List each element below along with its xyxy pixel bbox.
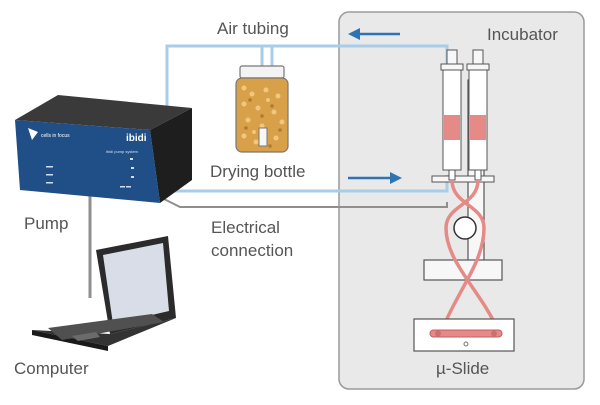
drying-bottle-label: Drying bottle: [210, 162, 305, 181]
micro-slide: [413, 318, 515, 352]
pump-label: Pump: [24, 214, 68, 233]
electrical-cable: [159, 196, 448, 208]
pump-brand: ibidi: [126, 133, 147, 144]
pump-logo-icon: [28, 128, 38, 140]
arrow-right-icon: [348, 172, 402, 184]
valve-icon: [453, 216, 477, 240]
arrow-left-icon: [348, 28, 400, 40]
electrical-connection-label-line2: connection: [211, 241, 293, 260]
incubator-label: Incubator: [487, 25, 558, 44]
drying-bottle: [235, 65, 289, 153]
pump-device: cells in focus ibidi ibidi pump system: [15, 95, 192, 203]
syringe-left: [440, 49, 464, 181]
medium-tubing: [440, 179, 500, 331]
electrical-connection-label-line1: Electrical: [211, 218, 280, 237]
air-tubing-label: Air tubing: [217, 19, 289, 38]
laptop-computer: [32, 236, 176, 351]
syringe-right: [466, 49, 490, 181]
pump-model: ibidi pump system: [106, 149, 139, 154]
slide-label: µ-Slide: [436, 359, 489, 378]
computer-label: Computer: [14, 359, 89, 378]
pump-logo-text: cells in focus: [41, 133, 70, 139]
